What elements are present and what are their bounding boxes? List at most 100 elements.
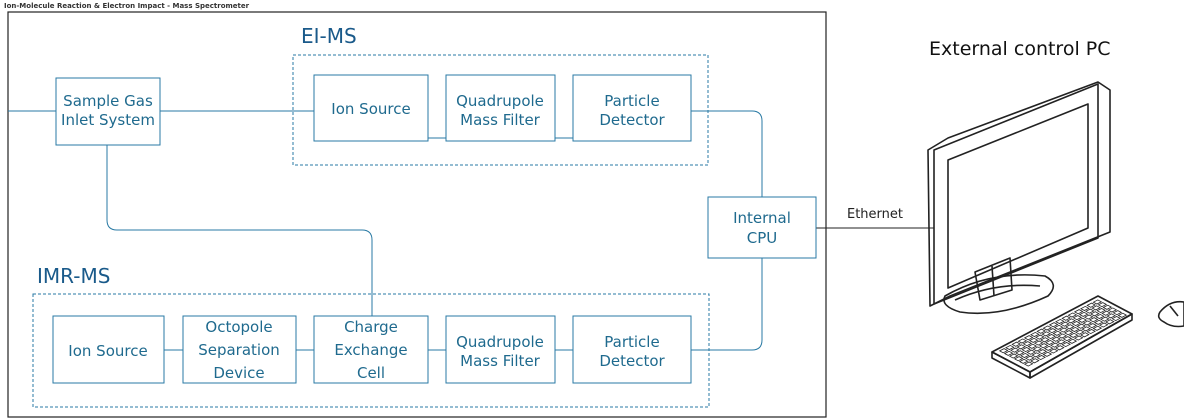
keyboard-key: [1087, 323, 1098, 329]
keyboard-key: [1102, 304, 1113, 310]
ei-ion-source-label: Ion Source: [331, 100, 410, 118]
imr-quadrupole-label-1: Quadrupole: [456, 333, 544, 351]
keyboard-key: [1067, 338, 1078, 344]
keyboard-key: [1055, 318, 1065, 324]
keyboard-key: [1077, 317, 1088, 323]
imr-quadrupole-label-2: Mass Filter: [460, 352, 541, 370]
charge-exchange-label-3: Cell: [357, 364, 385, 382]
keyboard-key: [1117, 312, 1128, 318]
keyboard-key: [1005, 344, 1015, 350]
keyboard-key: [1112, 310, 1123, 316]
keyboard-key: [1073, 335, 1084, 341]
ei-ms-label: EI-MS: [301, 24, 357, 48]
keyboard-key: [1098, 322, 1109, 328]
keyboard-key: [1093, 319, 1104, 325]
sample-gas-inlet-box: [55, 77, 161, 146]
keyboard-key: [1010, 347, 1020, 353]
keyboard-key: [1107, 307, 1118, 313]
keyboard-key: [1076, 323, 1086, 329]
keyboard-key: [1016, 344, 1026, 350]
keyboard-key: [1097, 302, 1108, 308]
keyboard-key: [1035, 334, 1045, 340]
imr-detector-label-1: Particle: [604, 333, 659, 351]
keyboard-key: [1050, 342, 1060, 348]
charge-exchange-label-2: Exchange: [334, 341, 407, 359]
keyboard-key: [1082, 320, 1093, 326]
keyboard-key: [1081, 326, 1091, 332]
keyboard-key: [1080, 332, 1090, 338]
keyboard-key: [1075, 329, 1085, 335]
keyboard-key: [1065, 324, 1075, 330]
imr-ion-source-label: Ion Source: [68, 342, 147, 360]
keyboard-key: [1021, 347, 1031, 353]
keyboard-key: [1008, 353, 1019, 359]
keyboard-key: [1092, 299, 1103, 305]
keyboard-key: [1025, 355, 1035, 361]
keyboard-key: [1030, 358, 1040, 364]
keyboard-key: [1083, 314, 1094, 320]
keyboard-key: [1052, 330, 1063, 336]
ei-quadrupole-label-1: Quadrupole: [456, 92, 544, 110]
ei-ion-source-box: [313, 74, 429, 142]
keyboard-key: [1062, 336, 1073, 342]
keyboard-key: [1046, 334, 1056, 340]
keyboard-key: [1038, 343, 1049, 349]
octopole-label-3: Device: [213, 364, 264, 382]
ethernet-label: Ethernet: [847, 207, 903, 222]
mouse-icon: [1157, 300, 1184, 328]
keyboard-key: [1100, 316, 1110, 322]
keyboard-key: [1023, 361, 1034, 367]
ei-detector-label-2: Detector: [599, 111, 665, 129]
keyboard-key: [1040, 337, 1050, 343]
keyboard-key: [1031, 352, 1041, 358]
keyboard-key: [1042, 325, 1053, 331]
keyboard-key: [1091, 305, 1101, 311]
keyboard-key: [1030, 331, 1040, 337]
keyboard-key: [1036, 328, 1046, 334]
keyboard-key: [1101, 310, 1111, 316]
internal-cpu-box: [707, 196, 817, 259]
keyboard-key: [1061, 315, 1071, 321]
keyboard-key: [1011, 341, 1021, 347]
keyboard-key: [1086, 329, 1096, 335]
wire-inlet-charge-exchange: [106, 145, 373, 316]
keyboard-key: [1085, 308, 1095, 314]
keyboard-key: [1055, 345, 1065, 351]
keyboard-key: [1028, 337, 1039, 343]
keyboard-key: [1058, 327, 1069, 333]
keyboard-key: [1053, 324, 1064, 330]
ei-quadrupole-box: [445, 74, 556, 142]
octopole-label-2: Separation: [198, 341, 280, 359]
keyboard-key: [1086, 302, 1096, 308]
keyboard-key: [1018, 358, 1029, 364]
keyboard-key: [1027, 343, 1038, 349]
inlet-label-1: Sample Gas: [63, 92, 153, 110]
keyboard-key: [1095, 313, 1105, 319]
charge-exchange-box: [313, 315, 429, 384]
cpu-label-2: CPU: [747, 229, 778, 247]
inlet-label-2: Inlet System: [61, 111, 155, 129]
keyboard-key: [1092, 325, 1103, 331]
keyboard-key: [1067, 312, 1078, 318]
keyboard-key: [1032, 346, 1043, 352]
keyboard-key: [1056, 339, 1066, 345]
keyboard-key: [1047, 328, 1058, 334]
keyboard-key: [1026, 349, 1036, 355]
keyboard-key: [1048, 322, 1059, 328]
charge-exchange-label-1: Charge: [344, 318, 398, 336]
octopole-box: [182, 315, 297, 384]
keyboard-key: [1090, 311, 1100, 317]
keyboard-key: [1042, 351, 1053, 357]
keyboard-icon: [991, 295, 1133, 379]
ei-detector-box: [572, 74, 692, 142]
imr-ion-source-box: [52, 315, 165, 384]
keyboard-key: [1088, 317, 1099, 323]
ei-quadrupole-label-2: Mass Filter: [460, 111, 541, 129]
keyboard-key: [1063, 330, 1074, 336]
ei-detector-label-1: Particle: [604, 92, 659, 110]
keyboard-key: [1013, 356, 1024, 362]
keyboard-key: [1111, 316, 1121, 322]
octopole-label-1: Octopole: [205, 318, 272, 336]
